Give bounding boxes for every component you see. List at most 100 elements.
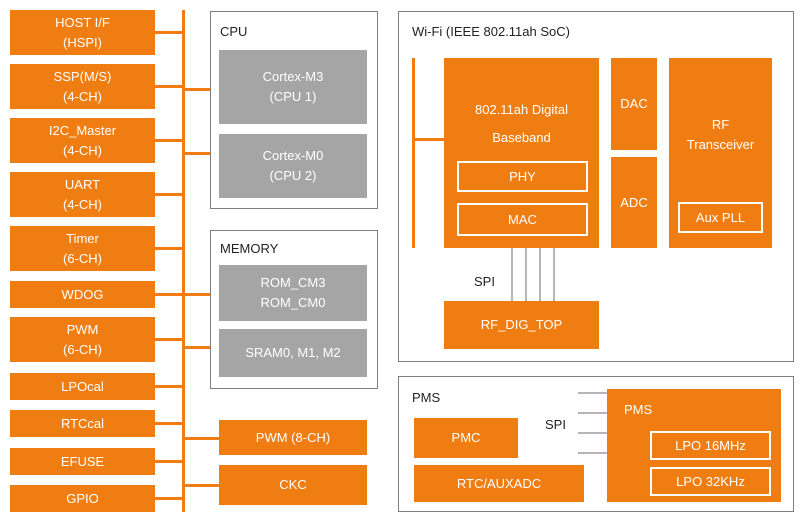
lpo32-label: LPO 32KHz: [676, 474, 745, 489]
spi-line: [511, 248, 513, 301]
spi-line: [578, 412, 607, 414]
pwm8-label: PWM (8-CH): [255, 429, 331, 445]
rom-block: ROM_CM3 ROM_CM0: [219, 265, 367, 321]
peripheral-sublabel: (4-CH): [63, 88, 102, 104]
peripheral-label: WDOG: [61, 286, 104, 302]
peripheral-sublabel: (6-CH): [63, 250, 102, 266]
spi-line: [578, 452, 607, 454]
baseband-sublabel: Baseband: [492, 130, 551, 145]
peripheral-timer: Timer (6-CH): [10, 226, 155, 271]
pwm8-block: PWM (8-CH): [219, 420, 367, 455]
spi-line: [525, 248, 527, 301]
bus-connector: [155, 193, 182, 196]
rf-label: RF: [711, 117, 730, 132]
pmc-block: PMC: [414, 418, 518, 458]
bus-connector: [185, 293, 219, 296]
aux-pll-label: Aux PLL: [695, 210, 746, 225]
bus-connector: [155, 247, 182, 250]
baseband-title: 802.11ah Digital Baseband: [444, 96, 599, 152]
core-sublabel: (CPU 2): [269, 168, 317, 183]
rf-dig-top-label: RF_DIG_TOP: [480, 317, 563, 332]
peripheral-label: SSP(M/S): [53, 68, 112, 84]
peripheral-label: I2C_Master: [48, 122, 117, 138]
mac-block: MAC: [457, 203, 588, 236]
phy-label: PHY: [509, 169, 536, 184]
bus-connector: [155, 385, 182, 388]
spi-line: [578, 432, 607, 434]
peripheral-label: HOST I/F: [55, 14, 110, 30]
cpu-core-m3: Cortex-M3 (CPU 1): [219, 50, 367, 124]
bus-connector: [185, 88, 219, 91]
sram-block: SRAM0, M1, M2: [219, 329, 367, 377]
bus-connector: [155, 497, 182, 500]
lpo16-block: LPO 16MHz: [650, 431, 771, 460]
rtc-auxadc-label: RTC/AUXADC: [456, 475, 542, 491]
adc-label: ADC: [620, 194, 648, 210]
peripheral-label: LPOcal: [61, 378, 104, 394]
peripheral-rtccal: RTCcal: [10, 410, 155, 437]
wifi-bus: [412, 58, 415, 248]
peripheral-ssp: SSP(M/S) (4-CH): [10, 64, 155, 109]
memory-title: MEMORY: [220, 241, 279, 256]
lpo16-label: LPO 16MHz: [675, 438, 746, 453]
cpu-title: CPU: [220, 24, 248, 39]
peripheral-i2c-master: I2C_Master (4-CH): [10, 118, 155, 163]
peripheral-label: RTCcal: [60, 415, 105, 431]
peripheral-label: PWM: [66, 321, 99, 337]
rom-label-cm3: ROM_CM3: [260, 275, 326, 290]
pms-spi-label: SPI: [545, 417, 566, 432]
bus-connector: [185, 346, 219, 349]
dac-label: DAC: [620, 96, 648, 111]
pms-block: [607, 389, 781, 502]
peripheral-wdog: WDOG: [10, 281, 155, 308]
bus-connector: [185, 437, 219, 440]
bus-connector: [155, 139, 182, 142]
pms-block-title: PMS: [624, 402, 653, 417]
ckc-label: CKC: [279, 477, 307, 492]
peripheral-sublabel: (4-CH): [63, 142, 102, 158]
peripheral-sublabel: (6-CH): [63, 341, 102, 357]
bus-connector: [155, 460, 182, 463]
core-label: Cortex-M3: [262, 69, 324, 84]
pmc-label: PMC: [451, 430, 481, 445]
rf-sublabel: Transceiver: [686, 137, 755, 152]
bus-connector: [155, 338, 182, 341]
bus-connector: [155, 293, 182, 296]
spi-line: [553, 248, 555, 301]
rtc-auxadc-block: RTC/AUXADC: [414, 465, 584, 502]
spi-line: [539, 248, 541, 301]
peripheral-label: UART: [64, 176, 101, 192]
wifi-title: Wi-Fi (IEEE 802.11ah SoC): [412, 24, 570, 39]
rf-dig-top-block: RF_DIG_TOP: [444, 301, 599, 349]
wifi-spi-label: SPI: [474, 274, 495, 289]
rf-transceiver-title: RF Transceiver: [669, 115, 772, 155]
rom-label-cm0: ROM_CM0: [260, 295, 326, 310]
wifi-bus-connector: [415, 138, 444, 141]
bus-connector: [155, 31, 182, 34]
peripheral-efuse: EFUSE: [10, 448, 155, 475]
peripheral-label: Timer: [66, 230, 99, 246]
lpo32-block: LPO 32KHz: [650, 467, 771, 496]
adc-block: ADC: [611, 157, 657, 248]
baseband-label: 802.11ah Digital: [475, 102, 568, 117]
cpu-core-m0: Cortex-M0 (CPU 2): [219, 134, 367, 198]
peripheral-sublabel: (HSPI): [63, 34, 102, 50]
spi-line: [578, 392, 607, 394]
pms-title: PMS: [412, 390, 441, 405]
bus-connector: [155, 422, 182, 425]
bus-connector: [185, 152, 219, 155]
rf-transceiver-block: [669, 58, 772, 248]
system-bus: [182, 10, 185, 512]
peripheral-pwm: PWM (6-CH): [10, 317, 155, 362]
peripheral-gpio: GPIO: [10, 485, 155, 512]
peripheral-sublabel: (4-CH): [63, 196, 102, 212]
peripheral-label: EFUSE: [60, 453, 105, 469]
aux-pll-block: Aux PLL: [678, 202, 763, 233]
core-sublabel: (CPU 1): [269, 89, 317, 104]
peripheral-uart: UART (4-CH): [10, 172, 155, 217]
peripheral-lpocal: LPOcal: [10, 373, 155, 400]
mac-label: MAC: [508, 212, 537, 227]
ckc-block: CKC: [219, 465, 367, 505]
baseband-block: [444, 58, 599, 248]
dac-block: DAC: [611, 58, 657, 150]
